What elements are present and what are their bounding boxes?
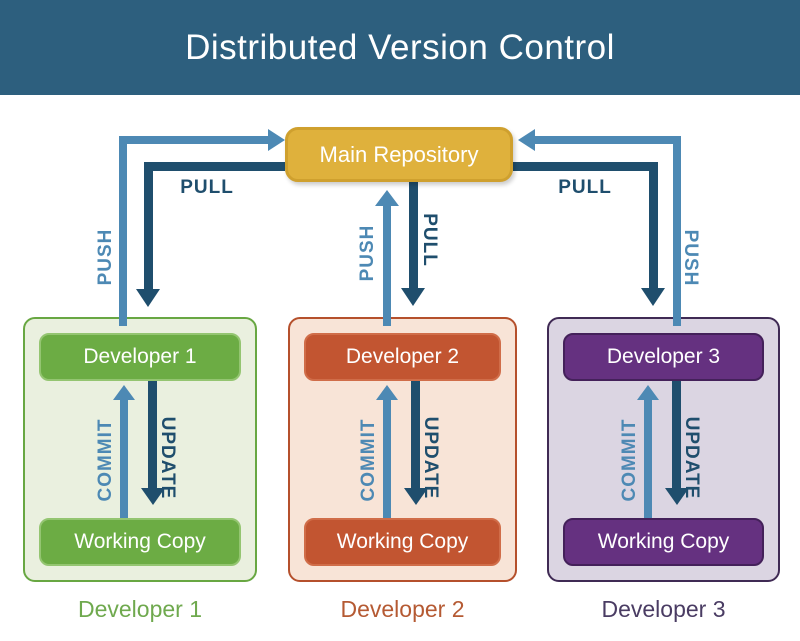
update-arrow-head-icon — [403, 488, 428, 505]
update-label: UPDATE — [419, 416, 441, 500]
commit-arrow-head-icon — [375, 385, 398, 400]
push-label-right: PUSH — [680, 229, 701, 287]
update-arrow-head-icon — [141, 488, 165, 505]
pull-label-right: PULL — [558, 177, 612, 198]
developer-3-caption: Developer 3 — [601, 596, 726, 622]
developer-2-node: Developer 2 — [304, 333, 501, 381]
pull-arrow-middle-vertical — [409, 182, 418, 289]
developer-3-panel: Developer 3 COMMIT UPDATE Working Copy — [547, 317, 780, 582]
update-arrow-line — [148, 381, 157, 489]
page-title: Distributed Version Control — [185, 27, 615, 67]
diagram-canvas: Main Repository PULL PUSH PUSH PULL PULL… — [0, 95, 800, 641]
commit-label: COMMIT — [618, 418, 640, 502]
working-copy-1-node: Working Copy — [39, 518, 241, 566]
developer-1-panel: Developer 1 COMMIT UPDATE Working Copy — [23, 317, 257, 582]
title-bar: Distributed Version Control — [0, 0, 800, 95]
commit-arrow-line — [382, 399, 391, 518]
pull-arrow-left-vertical — [144, 162, 153, 290]
pull-label-left: PULL — [180, 177, 234, 198]
push-arrow-right-vertical — [673, 136, 681, 326]
pull-arrow-right-head-icon — [641, 288, 665, 306]
push-arrow-middle-vertical — [383, 205, 391, 326]
pull-arrow-right-horizontal — [513, 162, 658, 171]
commit-label: COMMIT — [357, 418, 379, 502]
update-label: UPDATE — [157, 416, 178, 500]
update-arrow-line — [410, 381, 420, 489]
push-arrow-left-horizontal — [119, 136, 269, 144]
pull-arrow-left-head-icon — [136, 289, 160, 307]
update-label: UPDATE — [680, 416, 702, 500]
update-arrow-head-icon — [664, 488, 689, 505]
developer-3-node: Developer 3 — [563, 333, 764, 381]
push-arrow-right-horizontal — [535, 136, 681, 144]
push-label-middle: PUSH — [357, 224, 378, 282]
pull-arrow-right-vertical — [649, 162, 658, 289]
working-copy-2-node: Working Copy — [304, 518, 501, 566]
developer-1-node: Developer 1 — [39, 333, 241, 381]
commit-arrow-line — [120, 399, 128, 518]
developer-1-caption: Developer 1 — [77, 596, 203, 622]
pull-label-middle: PULL — [419, 213, 440, 267]
working-copy-3-node: Working Copy — [563, 518, 764, 566]
commit-arrow-head-icon — [113, 385, 135, 400]
developer-2-caption: Developer 2 — [340, 596, 465, 622]
push-arrow-middle-head-icon — [375, 190, 399, 206]
push-label-left: PUSH — [95, 228, 116, 286]
pull-arrow-left-horizontal — [144, 162, 285, 171]
main-repository-node: Main Repository — [285, 127, 513, 182]
push-arrow-right-head-icon — [518, 129, 535, 151]
developer-2-panel: Developer 2 COMMIT UPDATE Working Copy — [288, 317, 517, 582]
commit-arrow-line — [643, 399, 652, 518]
commit-arrow-head-icon — [636, 385, 659, 400]
push-arrow-left-vertical — [119, 136, 127, 326]
commit-label: COMMIT — [95, 418, 116, 502]
pull-arrow-middle-head-icon — [401, 288, 425, 306]
update-arrow-line — [671, 381, 681, 489]
push-arrow-left-head-icon — [268, 129, 285, 151]
